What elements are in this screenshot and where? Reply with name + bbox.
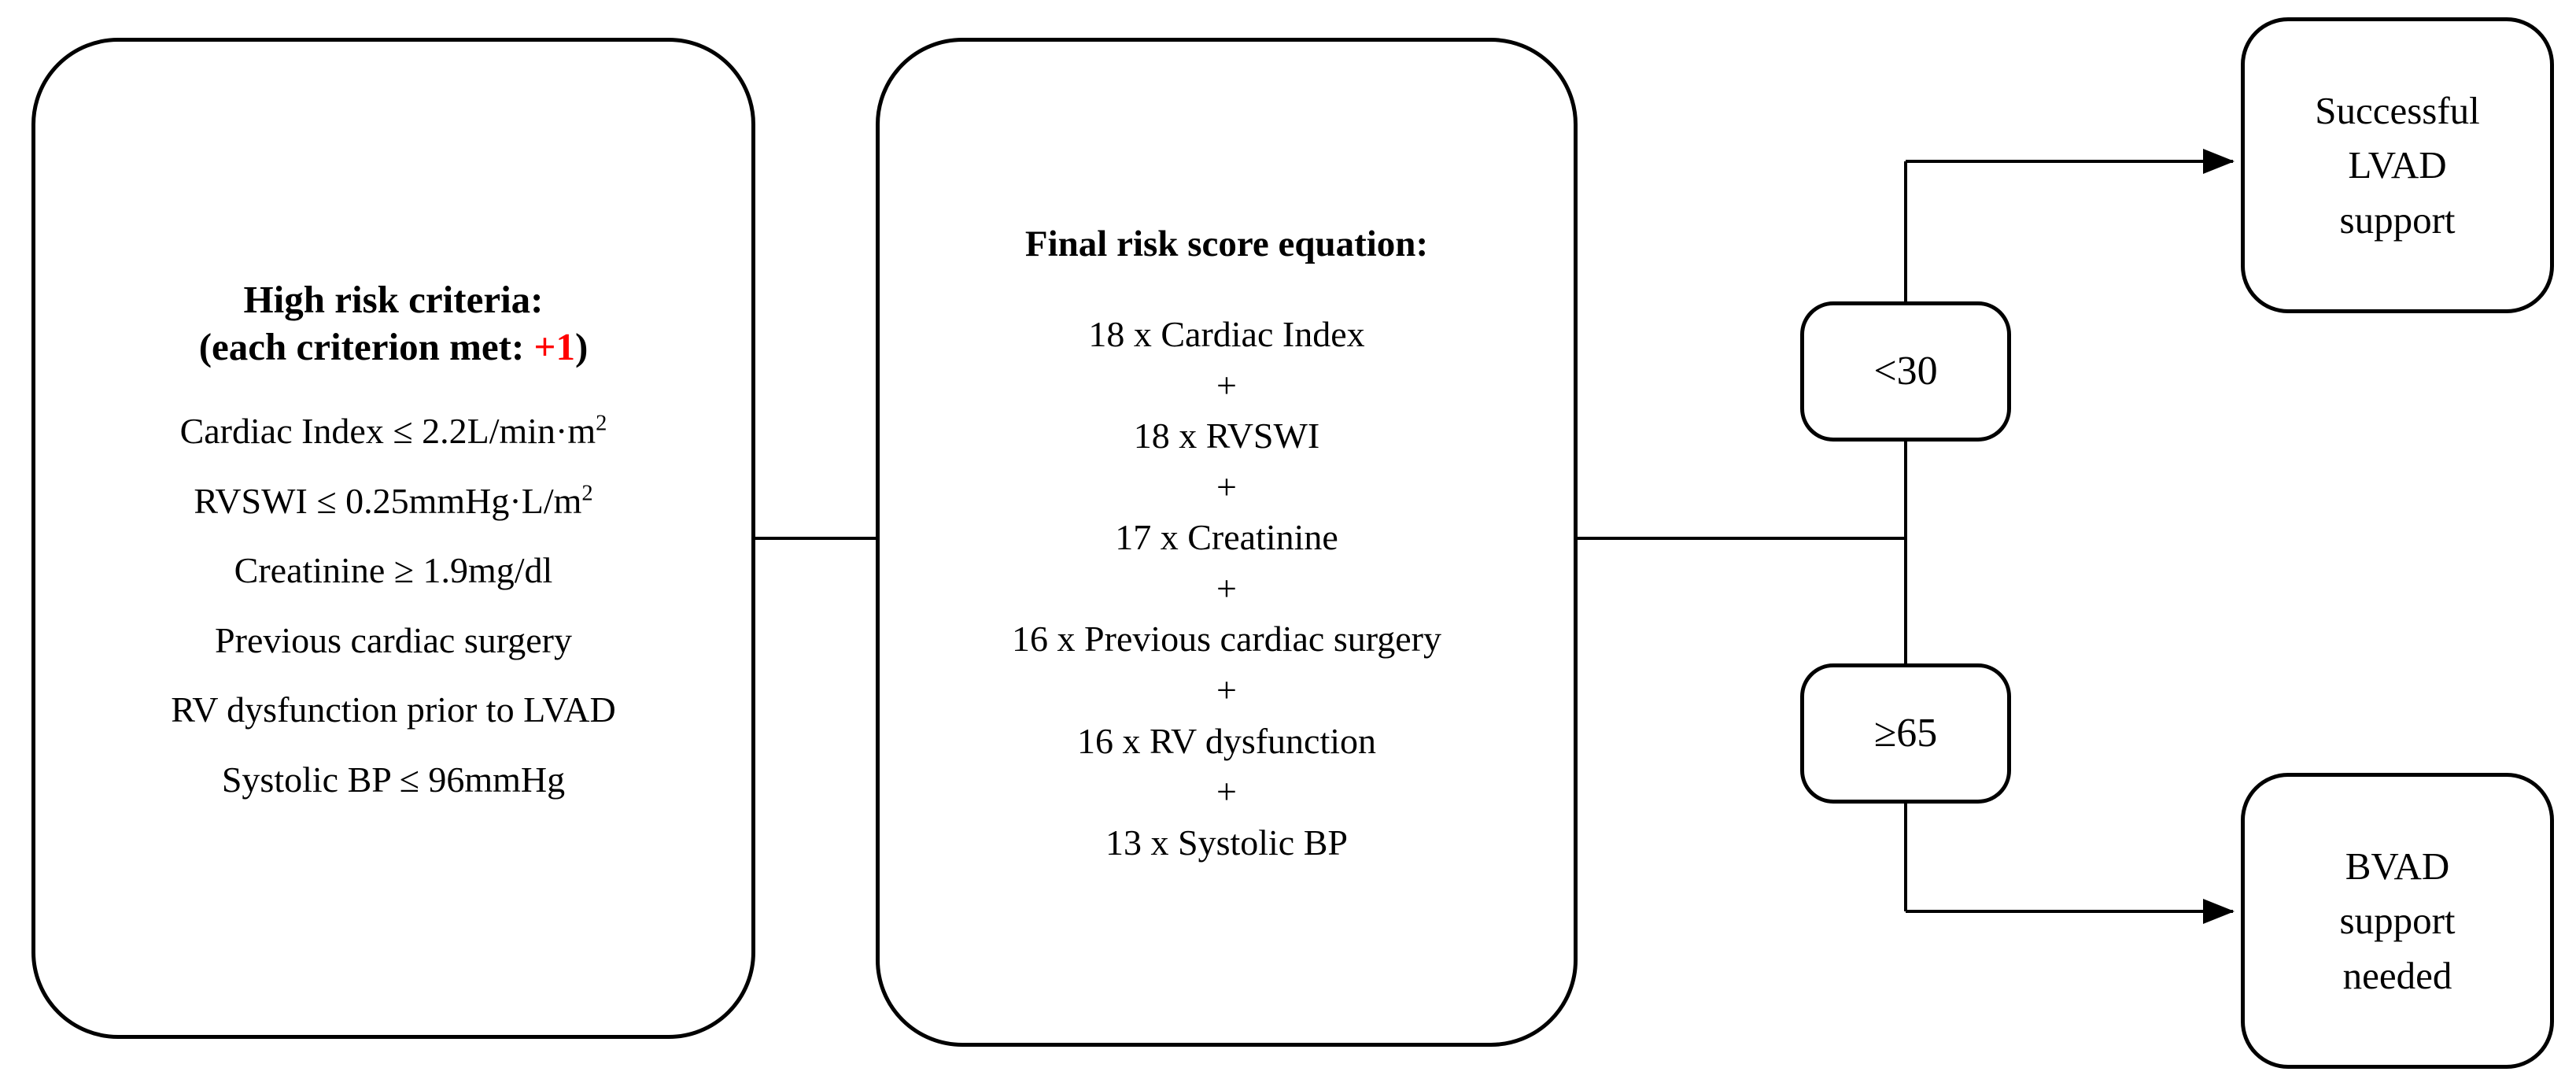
criteria-list: Cardiac Index ≤ 2.2L/min·m2 RVSWI ≤ 0.25… [54, 371, 733, 800]
list-item: 16 x Previous cardiac surgery [1012, 619, 1441, 660]
decision-node-greater-equal-65: ≥65 [1800, 663, 2011, 804]
list-item: RV dysfunction prior to LVAD [54, 690, 733, 730]
criterion-text: Systolic BP ≤ 96mmHg [221, 759, 566, 800]
equation-operator: + [1216, 567, 1237, 608]
list-item: 16 x RV dysfunction [1076, 720, 1377, 761]
criteria-score-accent: +1 [533, 325, 575, 369]
outcome-line: Successful [2315, 88, 2480, 132]
criteria-heading-prefix: (each criterion met: [198, 325, 534, 369]
outcome-line: support [2339, 198, 2456, 242]
decision-node-less-than-30: <30 [1800, 301, 2011, 442]
equation-operator: + [1216, 466, 1237, 507]
decision-label: <30 [1873, 349, 1938, 394]
outcome-line: BVAD [2345, 844, 2450, 888]
criterion-text: RV dysfunction prior to LVAD [171, 689, 616, 730]
list-item: Cardiac Index ≤ 2.2L/min·m2 [54, 410, 733, 452]
list-item: Systolic BP ≤ 96mmHg [54, 759, 733, 800]
equation-heading: Final risk score equation: [1024, 223, 1429, 264]
list-item: RVSWI ≤ 0.25mmHg·L/m2 [54, 480, 733, 522]
final-risk-score-equation-panel: Final risk score equation: 18 x Cardiac … [876, 38, 1578, 1047]
outcome-line: LVAD [2348, 143, 2447, 187]
outcome-line: support [2339, 899, 2456, 943]
list-item: Previous cardiac surgery [54, 619, 733, 661]
criteria-heading-line1: High risk criteria: [243, 278, 544, 322]
criterion-superscript: 2 [581, 481, 593, 506]
equation-operator: + [1216, 670, 1237, 711]
list-item: 13 x Systolic BP [1105, 822, 1348, 863]
outcome-successful-lvad-support: Successful LVAD support [2241, 17, 2554, 313]
high-risk-criteria-panel: High risk criteria: (each criterion met:… [31, 38, 755, 1039]
decision-label: ≥65 [1873, 711, 1938, 756]
outcome-bvad-support-needed: BVAD support needed [2241, 773, 2554, 1069]
equation-operator: + [1216, 771, 1237, 812]
equation-term-list: 18 x Cardiac Index + 18 x RVSWI + 17 x C… [889, 313, 1564, 863]
criteria-heading-line2: (each criterion met: +1) [199, 323, 589, 371]
list-item: Creatinine ≥ 1.9mg/dl [54, 550, 733, 591]
criteria-heading-suffix: ) [574, 325, 589, 369]
criterion-text: Creatinine ≥ 1.9mg/dl [234, 550, 553, 591]
criterion-text: Previous cardiac surgery [215, 619, 572, 660]
outcome-line: needed [2342, 953, 2452, 997]
list-item: 18 x Cardiac Index [1088, 313, 1365, 354]
equation-operator: + [1216, 364, 1237, 405]
list-item: 17 x Creatinine [1115, 517, 1338, 558]
list-item: 18 x RVSWI [1133, 416, 1320, 456]
criteria-heading: High risk criteria: (each criterion met:… [199, 276, 589, 371]
criterion-text: RVSWI ≤ 0.25mmHg·L/m [194, 480, 582, 521]
criterion-text: Cardiac Index ≤ 2.2L/min·m [179, 410, 596, 451]
criterion-superscript: 2 [596, 411, 607, 436]
